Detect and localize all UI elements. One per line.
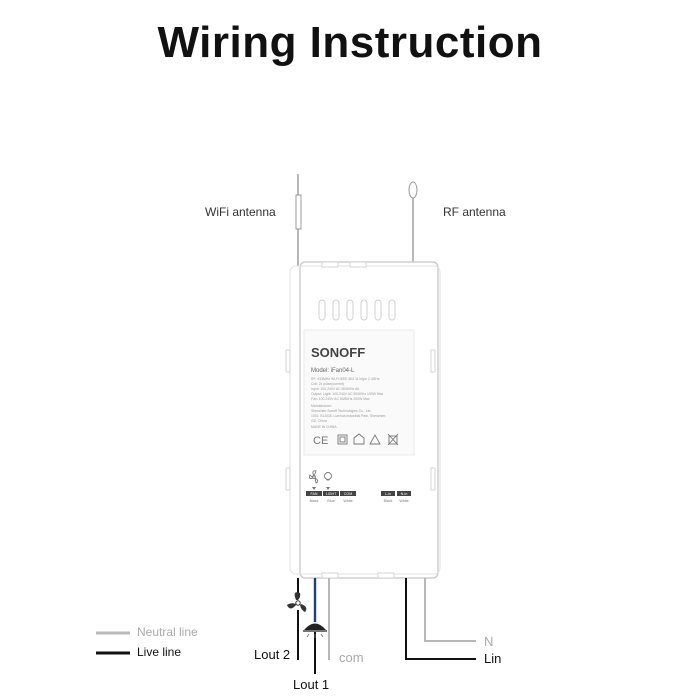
- fan-terminal-marker: [312, 487, 316, 490]
- spec-line: Output: Light: 100-240V AC 50/60Hz 150W …: [311, 392, 383, 396]
- live-input-wire: [405, 578, 476, 660]
- light-terminal-marker: [326, 487, 330, 490]
- spec-line: GD, China: [311, 419, 327, 423]
- lout1-label: Lout 1: [293, 677, 330, 692]
- certification-icons: CE: [313, 433, 399, 447]
- page-title: Wiring Instruction: [157, 18, 543, 67]
- spec-line: Coil: 2x pulse(current): [311, 382, 344, 386]
- svg-text:CE: CE: [313, 435, 328, 447]
- neutral-input-wire: [424, 578, 476, 642]
- terminal-fan-color: Black: [310, 499, 319, 503]
- terminal-nin-label: N-In: [401, 492, 408, 496]
- terminal-light-color: Blue: [327, 499, 334, 503]
- spec-line: RF: 433MHz Wi-Fi:IEEE 802.11 b/g/n 2.4GH…: [311, 377, 380, 381]
- wifi-antenna-label: WiFi antenna: [205, 205, 276, 219]
- controller-device: [285, 261, 441, 579]
- terminal-lin-color: Black: [384, 499, 393, 503]
- com-label: com: [339, 650, 364, 665]
- spec-line: Manufacturer:: [311, 404, 332, 408]
- spec-line: Shenzhen Sonoff Technologies Co., Ltd.: [311, 409, 371, 413]
- legend-neutral-label: Neutral line: [137, 625, 198, 639]
- lout2-label: Lout 2: [254, 647, 291, 662]
- lin-label: Lin: [484, 651, 502, 666]
- brand-logo: SONOFF: [311, 345, 365, 360]
- spec-line: MADE IN CHINA: [311, 425, 337, 429]
- model-text: Model: iFan04-L: [311, 368, 355, 374]
- light-bulb-icon: [324, 472, 332, 481]
- fan-icon: [308, 470, 319, 484]
- rf-antenna-label: RF antenna: [443, 205, 506, 219]
- lamp-load-icon: [303, 623, 327, 638]
- terminal-lin-label: L-In: [385, 492, 391, 496]
- terminal-fan-label: FAN: [311, 492, 318, 496]
- terminal-nin-color: White: [399, 499, 408, 503]
- rf-antenna: [408, 181, 418, 266]
- terminal-light-label: LIGHT: [326, 492, 337, 496]
- terminal-block-left: [306, 491, 356, 496]
- spec-line: Input: 100-240V AC 50/60Hz 6A: [311, 387, 360, 391]
- terminal-com-label: COM: [344, 492, 352, 496]
- terminal-com-color: White: [343, 499, 352, 503]
- terminal-block-right: [381, 491, 411, 496]
- spec-line: Fan: 100-240V AC 50/60Hz 200W Max: [311, 397, 370, 401]
- fan-load-icon: [287, 592, 307, 612]
- spec-line: 1001, BLDG8, Lianhua Industrial Park, Sh…: [311, 414, 386, 418]
- legend-live-label: Live line: [137, 645, 182, 659]
- n-label: N: [484, 634, 494, 649]
- wifi-antenna: [295, 174, 302, 266]
